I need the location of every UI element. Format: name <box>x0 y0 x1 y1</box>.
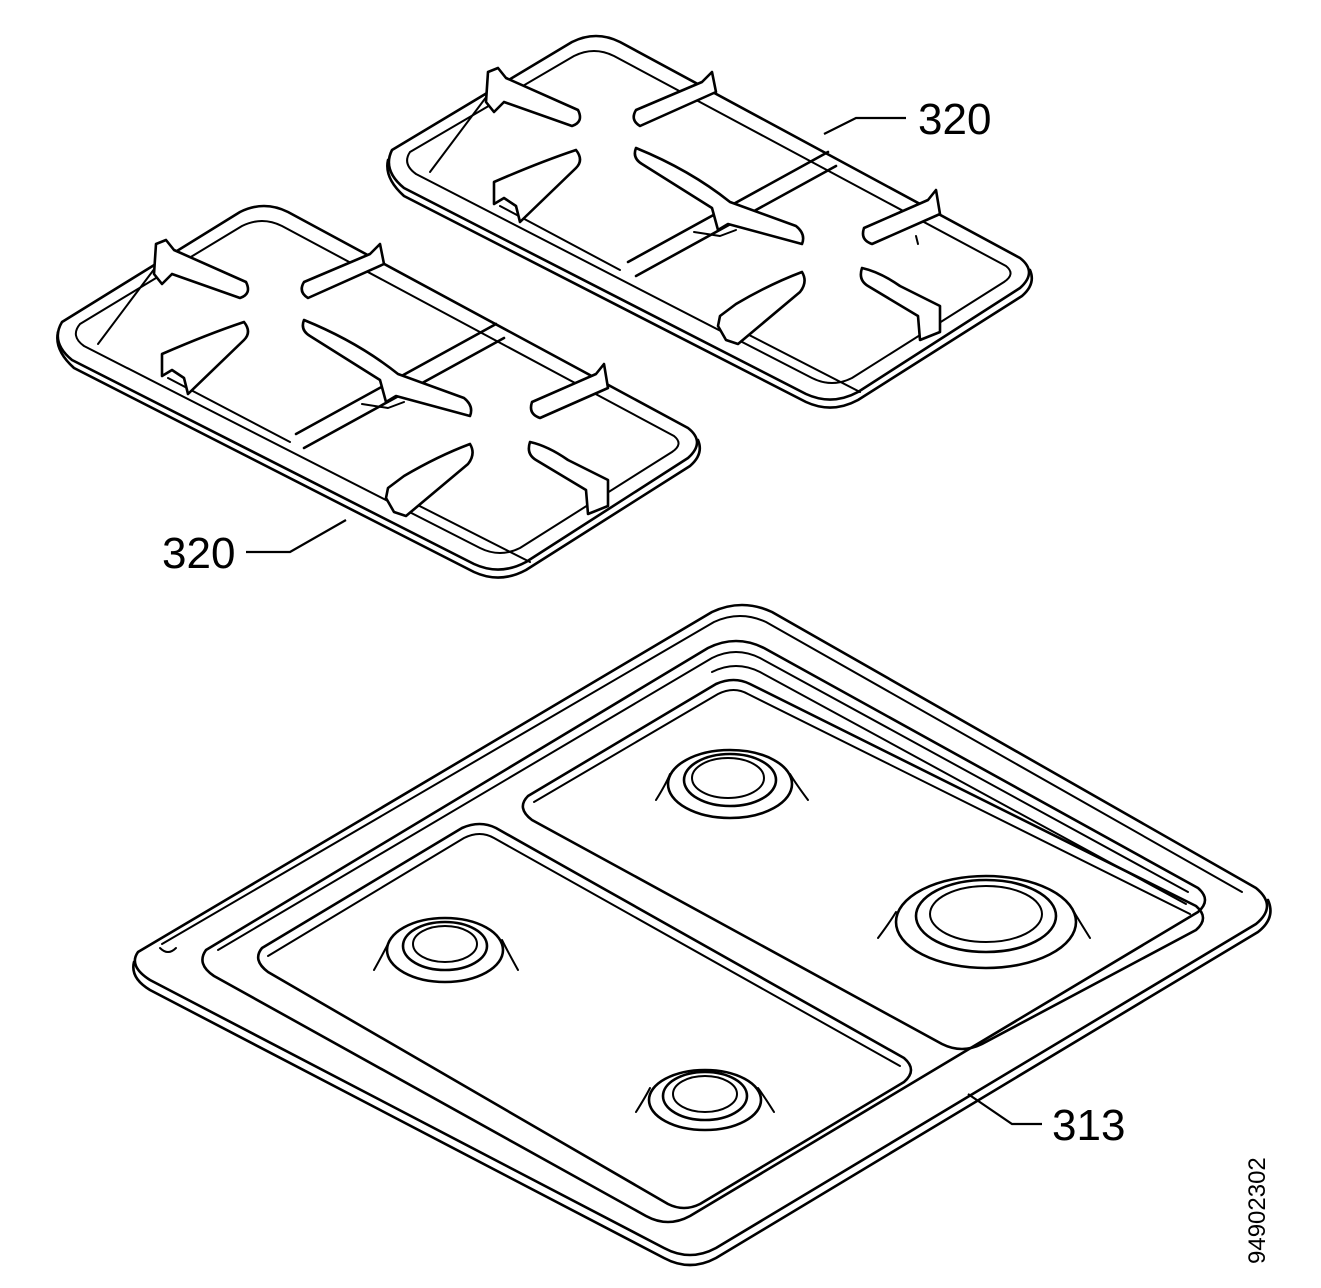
callout-label-hob-top: 313 <box>1052 1101 1126 1150</box>
burner-ring-rear-left <box>373 916 519 984</box>
leader-line-hob-top <box>967 1093 1042 1126</box>
burner-ring-front-left <box>635 1068 775 1132</box>
burner-ring-front-right <box>877 874 1091 970</box>
pan-support-grate-lower <box>56 204 702 579</box>
pan-support-grate-upper <box>386 34 1034 409</box>
leader-line-lower-grate <box>246 519 347 554</box>
burner-ring-rear-right <box>655 748 809 820</box>
leader-line-upper-grate <box>823 116 906 135</box>
callout-label-upper-grate: 320 <box>918 95 992 144</box>
hob-top-panel <box>132 603 1272 1267</box>
callout-label-lower-grate: 320 <box>162 529 236 578</box>
document-number: 94902302 <box>1244 1157 1271 1264</box>
